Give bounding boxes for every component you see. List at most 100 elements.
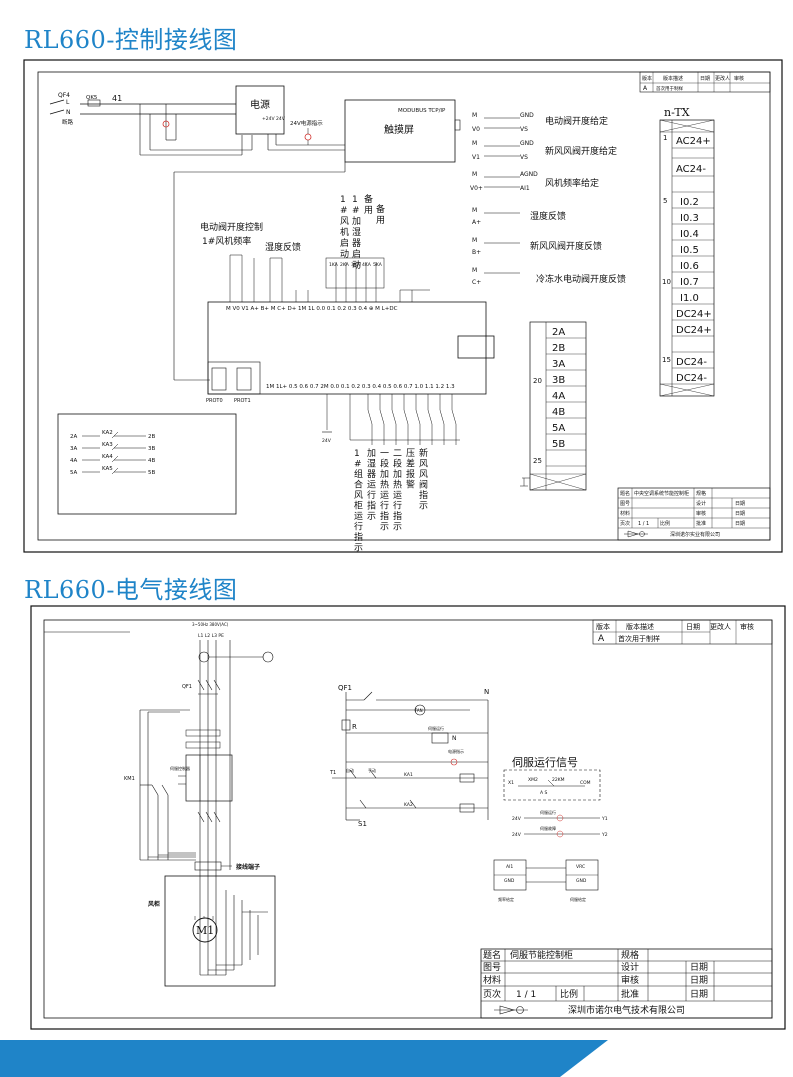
ka-row3-k: KA5 <box>102 466 113 472</box>
supply-spec: 3~50Hz 380V(AC) <box>192 622 229 627</box>
power-terminals: +24V 24V <box>262 116 286 122</box>
bot-heat1-run: 一段加热运行指示 <box>380 449 389 533</box>
vert-fan-start: 1#风机启动 <box>340 195 349 260</box>
ntx-11: DC24- <box>676 357 707 368</box>
vrc-label: VRC <box>576 864 585 870</box>
rev-header-0: 版本 <box>642 75 652 82</box>
out2-t3: AI1 <box>520 185 530 192</box>
y1-label: Y1 <box>601 816 608 822</box>
auto-label: 自动 <box>346 767 354 773</box>
bot-diff-alarm: 压差报警 <box>406 448 415 491</box>
out2-t1: AGND <box>520 171 538 178</box>
e-rev-header-0: 版本 <box>596 622 610 631</box>
n-label-coil: N <box>452 735 457 742</box>
tb1-company: 深圳诺尔实业有限公司 <box>670 531 720 538</box>
out1-t1: GND <box>520 140 534 147</box>
ntx-3: I0.3 <box>680 213 699 224</box>
out4-label: 新风风阀开度反馈 <box>530 240 602 252</box>
ka-row0-b: 2B <box>148 434 155 440</box>
out0-t2: V0 <box>472 126 480 133</box>
ka-row2-b: 4B <box>148 458 155 464</box>
ka-row2-a: 4A <box>70 458 77 464</box>
gnd-left-label: GND <box>504 878 515 884</box>
ntx-9: DC24+ <box>676 309 712 320</box>
tb2-date-2: 日期 <box>690 975 708 986</box>
qf1-label: QF1 <box>182 684 192 690</box>
tb2-date-1: 日期 <box>690 962 708 973</box>
ka-row2-k: KA4 <box>102 454 113 460</box>
tb1-name-value: 中央空调系统节能控制柜 <box>634 490 689 497</box>
ntx-6: I0.6 <box>680 261 699 272</box>
tb1-approve: 批准 <box>696 520 706 527</box>
relay-2ka: 2KA <box>340 262 350 268</box>
term-4a: 4A <box>552 391 565 402</box>
power-indicator-label: 24V电源指示 <box>290 119 323 127</box>
hl-servo-label: 伺服运行 <box>428 725 444 731</box>
out0-t1: GND <box>520 112 534 119</box>
servo-run-label: 伺服运行 <box>540 809 556 815</box>
tb2-spec: 规格 <box>621 949 639 961</box>
v24-label-1: 24V <box>512 816 522 822</box>
out3-m: M <box>472 207 477 214</box>
control-diagram-title: RL660-控制接线图 <box>24 26 238 54</box>
xm2-label: XM2 <box>528 777 538 783</box>
hl-power-label: 电源指示 <box>448 748 464 754</box>
ka-row3-b: 5B <box>148 470 155 476</box>
ntx-num-1: 1 <box>663 134 667 142</box>
qf4-label: QF4 <box>58 92 70 99</box>
tb2-no-key: 图号 <box>483 962 501 973</box>
out4-t2: B+ <box>472 249 481 256</box>
touch-protocol: MODUBUS TCP/IP <box>398 108 446 114</box>
relay-4ka: 4KA <box>362 262 372 268</box>
plc-bottom-terminals: 1M 1L+ 0.5 0.6 0.7 2M 0.0 0.1 0.2 0.3 0.… <box>266 384 455 390</box>
ntx-0: AC24+ <box>676 136 711 147</box>
gnd-right-label: GND <box>576 878 587 884</box>
ntx-8: I1.0 <box>680 293 699 304</box>
ai1-label: AI1 <box>506 864 513 870</box>
ka-row1-a: 3A <box>70 446 77 452</box>
ka-row1-b: 3B <box>148 446 155 452</box>
as-label: A S <box>540 790 548 796</box>
tb2-page-key: 页次 <box>483 988 501 1000</box>
ntx-num-15: 15 <box>662 356 671 364</box>
ntx-10: DC24+ <box>676 325 712 336</box>
label-41: 41 <box>112 94 122 103</box>
out2-label: 风机频率给定 <box>545 177 599 189</box>
tb1-check: 审核 <box>696 510 706 517</box>
e-rev-header-3: 更改人 <box>710 622 731 631</box>
term-3a: 3A <box>552 359 565 370</box>
tb2-company: 深圳市诺尔电气技术有限公司 <box>568 1004 685 1016</box>
term-num-25: 25 <box>533 457 542 465</box>
tb2-page-value: 1 / 1 <box>516 990 536 1000</box>
tb1-spec: 规格 <box>696 490 706 497</box>
dst-label: 伺服给定 <box>570 896 586 902</box>
ka-row0-k: KA2 <box>102 430 113 436</box>
port1-label: PROT1 <box>234 398 251 404</box>
out2-m: M <box>472 171 477 178</box>
ntx-4: I0.4 <box>680 229 699 240</box>
out2-t2: V0+ <box>470 185 483 192</box>
term-5b: 5B <box>552 439 565 450</box>
out3-label: 湿度反馈 <box>530 210 566 222</box>
plc-top-terminals: M V0 V1 A+ B+ M C+ D+ 1M 1L 0.0 0.1 0.2 … <box>226 306 398 312</box>
out0-m: M <box>472 112 477 119</box>
bot-heat2-run: 二段加热运行指示 <box>393 449 402 533</box>
rev-header-4: 审核 <box>734 75 744 82</box>
tb2-name-key: 题名 <box>483 949 501 961</box>
servo-signal-title: 伺服运行信号 <box>512 756 578 769</box>
terminal-block-label: 接线端子 <box>235 863 260 871</box>
tb1-date-3: 日期 <box>735 521 745 527</box>
bot-humid-run: 加湿器运行指示 <box>367 448 376 522</box>
out5-m: M <box>472 267 477 274</box>
tb1-date-2: 日期 <box>735 511 745 517</box>
term-5a: 5A <box>552 423 565 434</box>
rev-row-version: A <box>643 85 648 92</box>
out0-label: 电动阀开度给定 <box>545 115 608 127</box>
km1-label: KM1 <box>124 776 135 782</box>
tb2-mat: 材料 <box>483 974 501 986</box>
rev-header-3: 更改人 <box>715 75 730 82</box>
qs-label: QK5 <box>86 95 98 101</box>
cabinet-label: 风柜 <box>148 900 160 908</box>
motor-label: M1 <box>196 924 214 937</box>
